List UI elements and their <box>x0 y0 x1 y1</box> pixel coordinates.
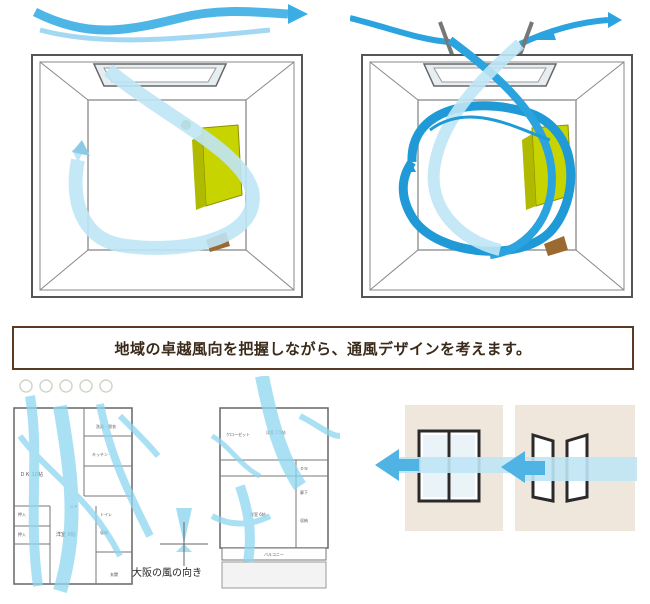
window-airflow-arrows <box>375 449 637 483</box>
svg-text:ＤＮ: ＤＮ <box>300 466 308 471</box>
svg-text:押入: 押入 <box>18 531 26 537</box>
wind-direction-label: 大阪の風の向き <box>132 566 202 579</box>
osaka-wind-rose <box>160 508 208 566</box>
window-comparison <box>375 405 637 535</box>
svg-text:クローゼット: クローゼット <box>226 431 250 437</box>
open-skylight-pane-right <box>516 21 534 61</box>
svg-text:廊下: 廊下 <box>300 489 308 495</box>
svg-text:玄関: 玄関 <box>110 571 118 577</box>
ground-floor-airflow <box>17 395 161 594</box>
svg-text:収納: 収納 <box>300 517 308 523</box>
room-diagram-strong-airflow <box>349 0 650 310</box>
upper-floor-airflow <box>210 374 341 563</box>
svg-text:押入: 押入 <box>18 511 26 517</box>
trees <box>19 379 113 393</box>
svg-text:トイレ: トイレ <box>100 512 112 517</box>
floor-plans: ＤＫ 10帖 洋室 6帖 洗面・脱衣 キッチン 玄関 押入 押入 トイレ 収納 … <box>0 374 360 600</box>
svg-text:キッチン: キッチン <box>92 452 108 457</box>
svg-text:バルコニー: バルコニー <box>264 552 284 557</box>
airflow-loop <box>68 64 260 255</box>
caption-banner: 地域の卓越風向を把握しながら、通風デザインを考えます。 <box>12 326 634 370</box>
svg-text:洋室 6帖: 洋室 6帖 <box>250 511 266 517</box>
caption-text: 地域の卓越風向を把握しながら、通風デザインを考えます。 <box>114 339 532 358</box>
inflow-arrow <box>349 15 451 45</box>
open-skylight-pane-left <box>438 21 456 61</box>
top-wind-stream <box>32 7 289 35</box>
outflow-arrow <box>518 17 609 47</box>
room-diagram-gentle-airflow <box>20 0 320 310</box>
side-table <box>544 236 568 256</box>
